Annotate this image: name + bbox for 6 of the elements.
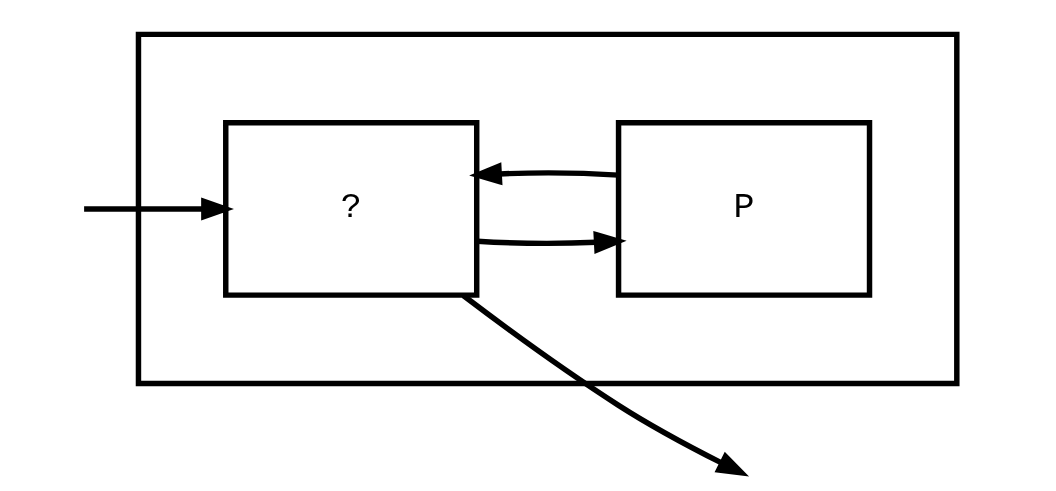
cluster <box>135 31 960 387</box>
node-box: ? <box>223 120 480 298</box>
arrow <box>84 197 234 221</box>
node-box: P <box>615 120 873 298</box>
arrow <box>469 162 619 186</box>
arrow <box>477 231 627 254</box>
